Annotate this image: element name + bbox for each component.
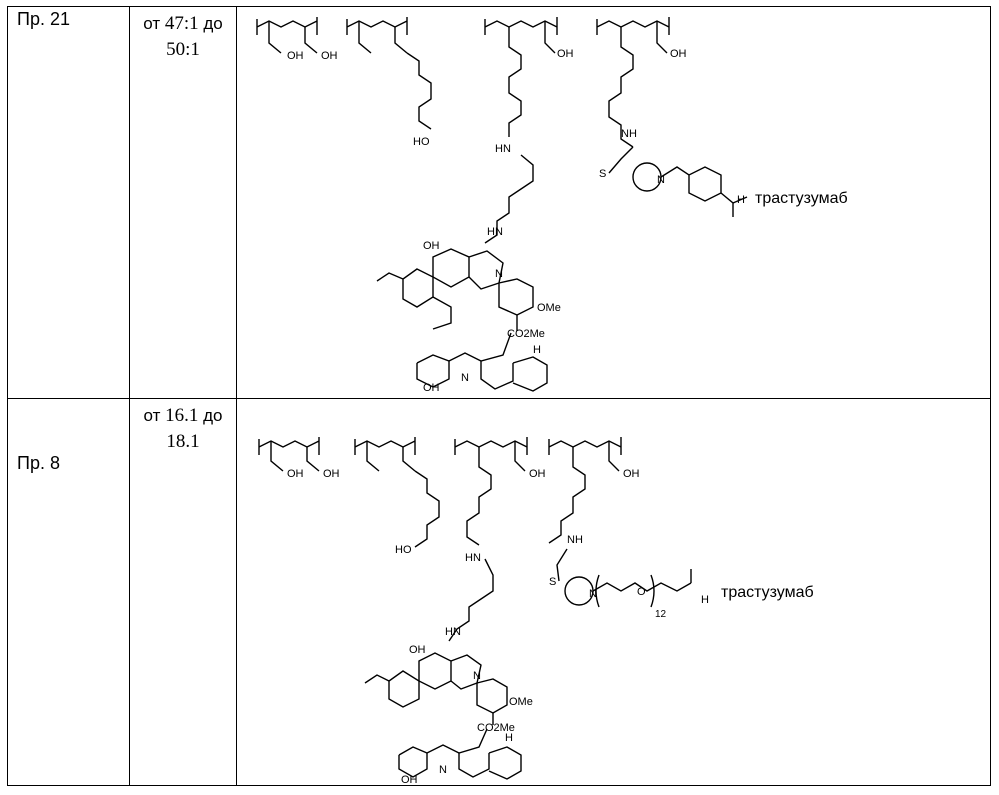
ratio-text: от 16.1 до 18.1 bbox=[130, 399, 236, 455]
antibody-label: трастузумаб bbox=[755, 190, 848, 207]
example-cell: Пр. 8 bbox=[8, 399, 130, 786]
co2me-label: CO2Me bbox=[507, 328, 545, 340]
oh-label: OH bbox=[287, 50, 304, 62]
sulfur-label: S bbox=[599, 168, 606, 180]
table-row: Пр. 21 от 47:1 до 50:1 bbox=[8, 7, 991, 399]
oh-label: OH bbox=[557, 48, 574, 60]
maleimide-linker bbox=[609, 147, 747, 217]
oh-label: OH bbox=[321, 50, 338, 62]
antibody-label: трастузумаб bbox=[721, 584, 814, 601]
table-row: Пр. 8 от 16.1 до 18.1 bbox=[8, 399, 991, 786]
ratio-cell: от 47:1 до 50:1 bbox=[130, 7, 237, 399]
ratio-to-word: до bbox=[203, 14, 222, 33]
nitrogen-label: N bbox=[495, 268, 503, 280]
ratio-to: 18.1 bbox=[130, 429, 236, 455]
h-label: H bbox=[701, 594, 709, 606]
conjugate-table: Пр. 21 от 47:1 до 50:1 bbox=[7, 6, 991, 786]
h-label: H bbox=[737, 194, 745, 206]
ratio-text: от 47:1 до 50:1 bbox=[130, 7, 236, 63]
methoxy-label: OMe bbox=[509, 696, 533, 708]
h-label: H bbox=[505, 732, 513, 744]
hn-label: HN bbox=[487, 226, 503, 238]
maleimide-peg-linker bbox=[557, 549, 691, 607]
oh-label: OH bbox=[323, 468, 340, 480]
hn-label: HN bbox=[495, 143, 511, 155]
methoxy-label: OMe bbox=[537, 302, 561, 314]
nitrogen-label: N bbox=[473, 670, 481, 682]
oh-label: OH bbox=[670, 48, 687, 60]
nh-label: NH bbox=[567, 534, 583, 546]
oh-label: OH bbox=[529, 468, 546, 480]
example-label: Пр. 8 bbox=[17, 453, 60, 474]
ho-label: HO bbox=[395, 544, 412, 556]
chemical-structure-drawing: OH OH HO HN NH OH OH S N O 12 H bbox=[237, 399, 990, 786]
nitrogen-label: N bbox=[439, 764, 447, 776]
hn-label: HN bbox=[445, 626, 461, 638]
polymer-units bbox=[257, 17, 669, 147]
nitrogen-label: N bbox=[461, 372, 469, 384]
ratio-cell: от 16.1 до 18.1 bbox=[130, 399, 237, 786]
ratio-prefix: от bbox=[144, 406, 161, 425]
structure-cell: OH OH HO HN NH OH OH S N H трастузумаб bbox=[237, 7, 991, 399]
chemical-structure-drawing: OH OH HO HN NH OH OH S N H трастузумаб bbox=[237, 7, 990, 399]
structure-cell: OH OH HO HN NH OH OH S N O 12 H bbox=[237, 399, 991, 786]
oh-label: OH bbox=[287, 468, 304, 480]
hydroxyl-label: OH bbox=[409, 644, 426, 656]
hn-label: HN bbox=[465, 552, 481, 564]
ratio-from: 47:1 bbox=[165, 13, 199, 34]
hydroxyl-label: OH bbox=[401, 774, 418, 786]
ratio-prefix: от bbox=[143, 14, 160, 33]
h-label: H bbox=[533, 344, 541, 356]
oxygen-label: O bbox=[637, 586, 646, 598]
peg-index: 12 bbox=[655, 609, 667, 620]
ratio-from: 16.1 bbox=[165, 405, 198, 426]
ratio-to: 50:1 bbox=[130, 37, 236, 63]
hydroxyl-label: OH bbox=[423, 240, 440, 252]
ratio-to-word: до bbox=[203, 406, 222, 425]
sulfur-label: S bbox=[549, 576, 556, 588]
oh-label: OH bbox=[623, 468, 640, 480]
example-cell: Пр. 21 bbox=[8, 7, 130, 399]
vinca-alkaloid bbox=[377, 249, 547, 391]
vinca-alkaloid bbox=[365, 653, 521, 779]
nitrogen-label: N bbox=[589, 588, 597, 600]
nitrogen-label: N bbox=[657, 174, 665, 186]
ho-label: HO bbox=[413, 136, 430, 148]
hydroxyl-label: OH bbox=[423, 382, 440, 394]
nh-label: NH bbox=[621, 128, 637, 140]
example-label: Пр. 21 bbox=[17, 9, 70, 30]
polymer-units bbox=[259, 437, 621, 547]
